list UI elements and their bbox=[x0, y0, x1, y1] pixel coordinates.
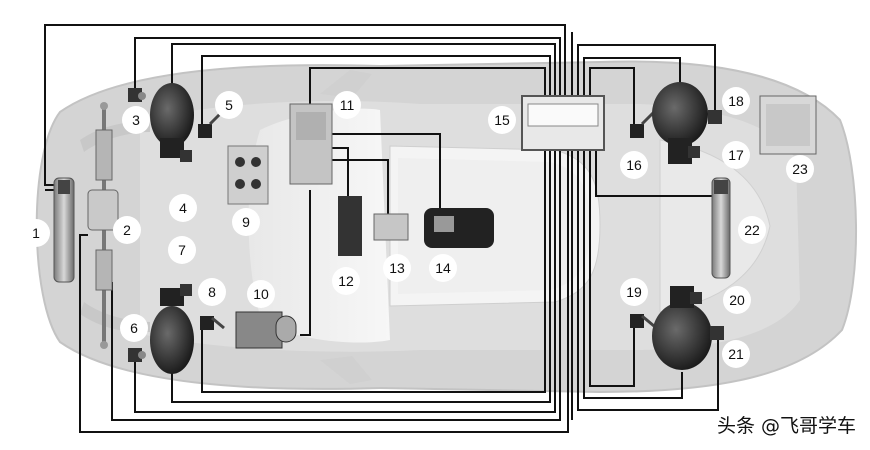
callout-9: 9 bbox=[232, 208, 260, 236]
callout-7: 7 bbox=[168, 236, 196, 264]
connection-lines bbox=[44, 24, 719, 433]
svg-text:1: 1 bbox=[32, 225, 40, 241]
svg-text:23: 23 bbox=[792, 161, 808, 177]
switch-unit bbox=[338, 196, 362, 256]
svg-text:19: 19 bbox=[626, 284, 642, 300]
height-sensor-rear-left bbox=[708, 110, 722, 124]
height-sensor-rear-right bbox=[710, 326, 724, 340]
front-damper-left bbox=[53, 177, 75, 283]
svg-text:7: 7 bbox=[178, 242, 186, 258]
valve-front-right bbox=[200, 316, 225, 330]
svg-text:14: 14 bbox=[435, 260, 451, 276]
svg-text:22: 22 bbox=[744, 222, 760, 238]
callout-5: 5 bbox=[215, 91, 243, 119]
callout-6: 6 bbox=[120, 314, 148, 342]
air-spring-front-left bbox=[150, 83, 194, 162]
callout-21: 21 bbox=[722, 340, 750, 368]
svg-text:8: 8 bbox=[208, 284, 216, 300]
watermark: 头条 @飞哥学车 bbox=[716, 415, 856, 437]
callout-17: 17 bbox=[722, 141, 750, 169]
callout-11: 11 bbox=[333, 91, 361, 119]
height-sensor-front-left bbox=[128, 88, 146, 102]
steering-rack bbox=[87, 102, 119, 349]
callout-22: 22 bbox=[738, 216, 766, 244]
svg-text:11: 11 bbox=[340, 97, 355, 113]
callout-2: 2 bbox=[113, 216, 141, 244]
air-spring-rear-right bbox=[652, 286, 712, 370]
svg-text:18: 18 bbox=[728, 93, 744, 109]
svg-text:2: 2 bbox=[123, 222, 131, 238]
callout-12: 12 bbox=[332, 267, 360, 295]
svg-text:13: 13 bbox=[389, 260, 405, 276]
callout-8: 8 bbox=[198, 278, 226, 306]
callout-13: 13 bbox=[383, 254, 411, 282]
svg-text:6: 6 bbox=[130, 320, 138, 336]
svg-text:9: 9 bbox=[242, 214, 250, 230]
control-module bbox=[289, 103, 333, 185]
callout-15: 15 bbox=[488, 106, 516, 134]
svg-text:10: 10 bbox=[253, 286, 269, 302]
air-spring-rear-left bbox=[652, 82, 708, 164]
key-fob bbox=[424, 208, 494, 248]
callout-19: 19 bbox=[620, 278, 648, 306]
svg-text:5: 5 bbox=[225, 97, 233, 113]
callout-20: 20 bbox=[723, 286, 751, 314]
svg-text:16: 16 bbox=[626, 157, 642, 173]
svg-text:12: 12 bbox=[338, 273, 354, 289]
compressor bbox=[235, 311, 297, 349]
sensor-box bbox=[373, 213, 409, 241]
rear-control-unit bbox=[759, 95, 817, 155]
callout-18: 18 bbox=[722, 87, 750, 115]
svg-text:21: 21 bbox=[728, 346, 744, 362]
callout-3: 3 bbox=[122, 106, 150, 134]
callout-1: 1 bbox=[22, 219, 50, 247]
callout-16: 16 bbox=[620, 151, 648, 179]
callout-4: 4 bbox=[169, 194, 197, 222]
air-spring-front-right bbox=[150, 284, 194, 374]
callout-14: 14 bbox=[429, 254, 457, 282]
svg-text:20: 20 bbox=[729, 292, 745, 308]
valve-rear-right bbox=[630, 314, 655, 328]
rear-damper bbox=[711, 177, 731, 279]
ecu bbox=[521, 95, 605, 151]
valve-block bbox=[227, 145, 269, 205]
svg-text:17: 17 bbox=[728, 147, 744, 163]
height-sensor-front-right bbox=[128, 348, 146, 362]
callout-23: 23 bbox=[786, 155, 814, 183]
svg-text:15: 15 bbox=[494, 112, 510, 128]
svg-text:4: 4 bbox=[179, 200, 187, 216]
callout-10: 10 bbox=[247, 280, 275, 308]
svg-text:3: 3 bbox=[132, 112, 140, 128]
